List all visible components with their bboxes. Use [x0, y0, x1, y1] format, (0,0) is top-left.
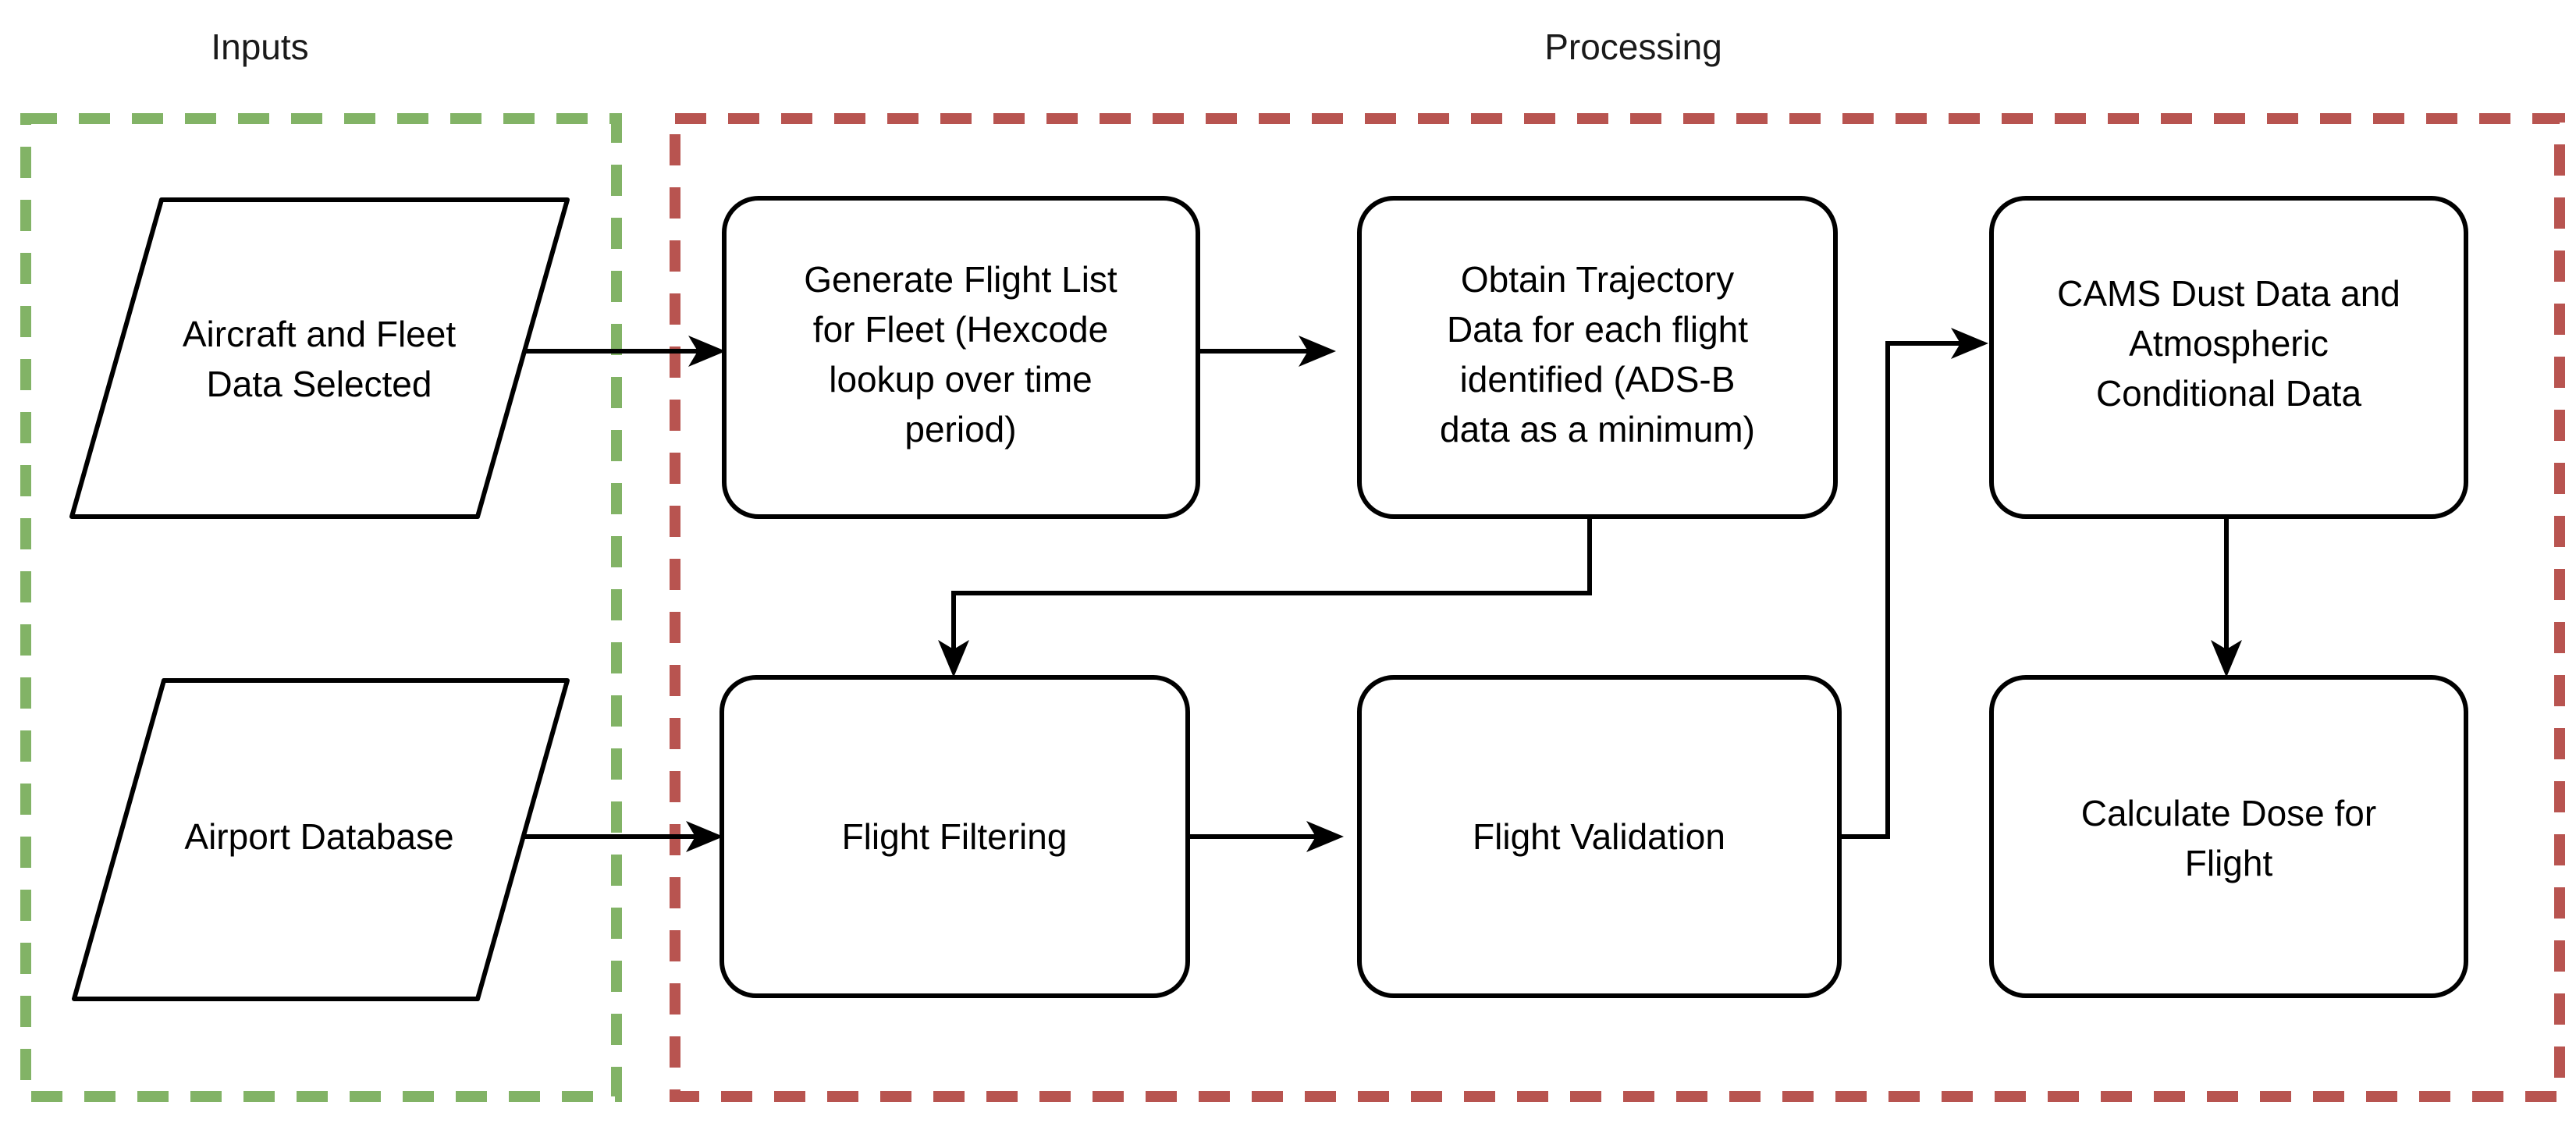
node-label-line-1: Obtain Trajectory [1461, 259, 1734, 300]
node-label-line-4: period) [904, 409, 1016, 450]
rounded-rect-shape [1989, 196, 2468, 519]
group-title-inputs: Inputs [211, 27, 308, 67]
rounded-rect-shape [720, 675, 1190, 998]
edge-aircraft-to-generate [515, 336, 726, 367]
arrowhead-icon [688, 336, 726, 367]
node-label-line-1: CAMS Dust Data and [2057, 273, 2400, 314]
node-cams-dust-data[interactable]: CAMS Dust Data and Atmospheric Condition… [1989, 196, 2468, 519]
node-label-line-2: Data Selected [207, 364, 432, 404]
node-flight-validation[interactable]: Flight Validation [1357, 675, 1842, 998]
rounded-rect-shape [722, 196, 1200, 519]
node-label-line-2: Flight [2185, 843, 2273, 883]
edge-airport-to-filtering [515, 821, 723, 852]
arrowhead-icon [1299, 336, 1336, 367]
node-airport-database[interactable]: Airport Database [72, 678, 570, 1001]
node-label-line-1: Flight Filtering [842, 816, 1068, 857]
arrowhead-icon [686, 821, 723, 852]
node-label-line-3: lookup over time [829, 359, 1093, 400]
node-generate-flight-list[interactable]: Generate Flight List for Fleet (Hexcode … [722, 196, 1200, 519]
edge-generate-to-obtain [1198, 336, 1336, 367]
parallelogram-shape [72, 678, 570, 1001]
node-label-line-3: identified (ADS-B [1460, 359, 1736, 400]
arrowhead-icon [1951, 328, 1988, 359]
arrowhead-icon [1306, 821, 1344, 852]
node-label-line-1: Airport Database [184, 816, 453, 857]
node-label-line-1: Aircraft and Fleet [183, 314, 456, 354]
edge-filtering-to-validation [1185, 821, 1344, 852]
edge-obtain-to-filtering [938, 515, 1592, 677]
node-obtain-trajectory-data[interactable]: Obtain Trajectory Data for each flight i… [1357, 196, 1838, 519]
rounded-rect-shape [1989, 675, 2468, 998]
node-label-line-3: Conditional Data [2096, 373, 2362, 414]
node-label-line-1: Flight Validation [1473, 816, 1725, 857]
edge-validation-to-cams [1838, 328, 1988, 839]
node-label-line-4: data as a minimum) [1440, 409, 1755, 450]
group-box-inputs [20, 113, 622, 1102]
parallelogram-shape [69, 197, 570, 519]
group-title-processing: Processing [1544, 27, 1722, 67]
node-calculate-dose[interactable]: Calculate Dose for Flight [1989, 675, 2468, 998]
arrowhead-icon [938, 640, 969, 677]
node-label-line-2: Data for each flight [1447, 309, 1748, 350]
node-aircraft-fleet-data[interactable]: Aircraft and Fleet Data Selected [69, 197, 570, 519]
edge-cams-to-dose [2211, 515, 2242, 677]
node-label-line-1: Generate Flight List [804, 259, 1117, 300]
rounded-rect-shape [1357, 196, 1838, 519]
node-label-line-1: Calculate Dose for [2081, 793, 2376, 833]
node-flight-filtering[interactable]: Flight Filtering [720, 675, 1190, 998]
rounded-rect-shape [1357, 675, 1842, 998]
node-label-line-2: Atmospheric [2129, 323, 2329, 364]
node-label-line-2: for Fleet (Hexcode [813, 309, 1108, 350]
arrowhead-icon [2211, 640, 2242, 677]
